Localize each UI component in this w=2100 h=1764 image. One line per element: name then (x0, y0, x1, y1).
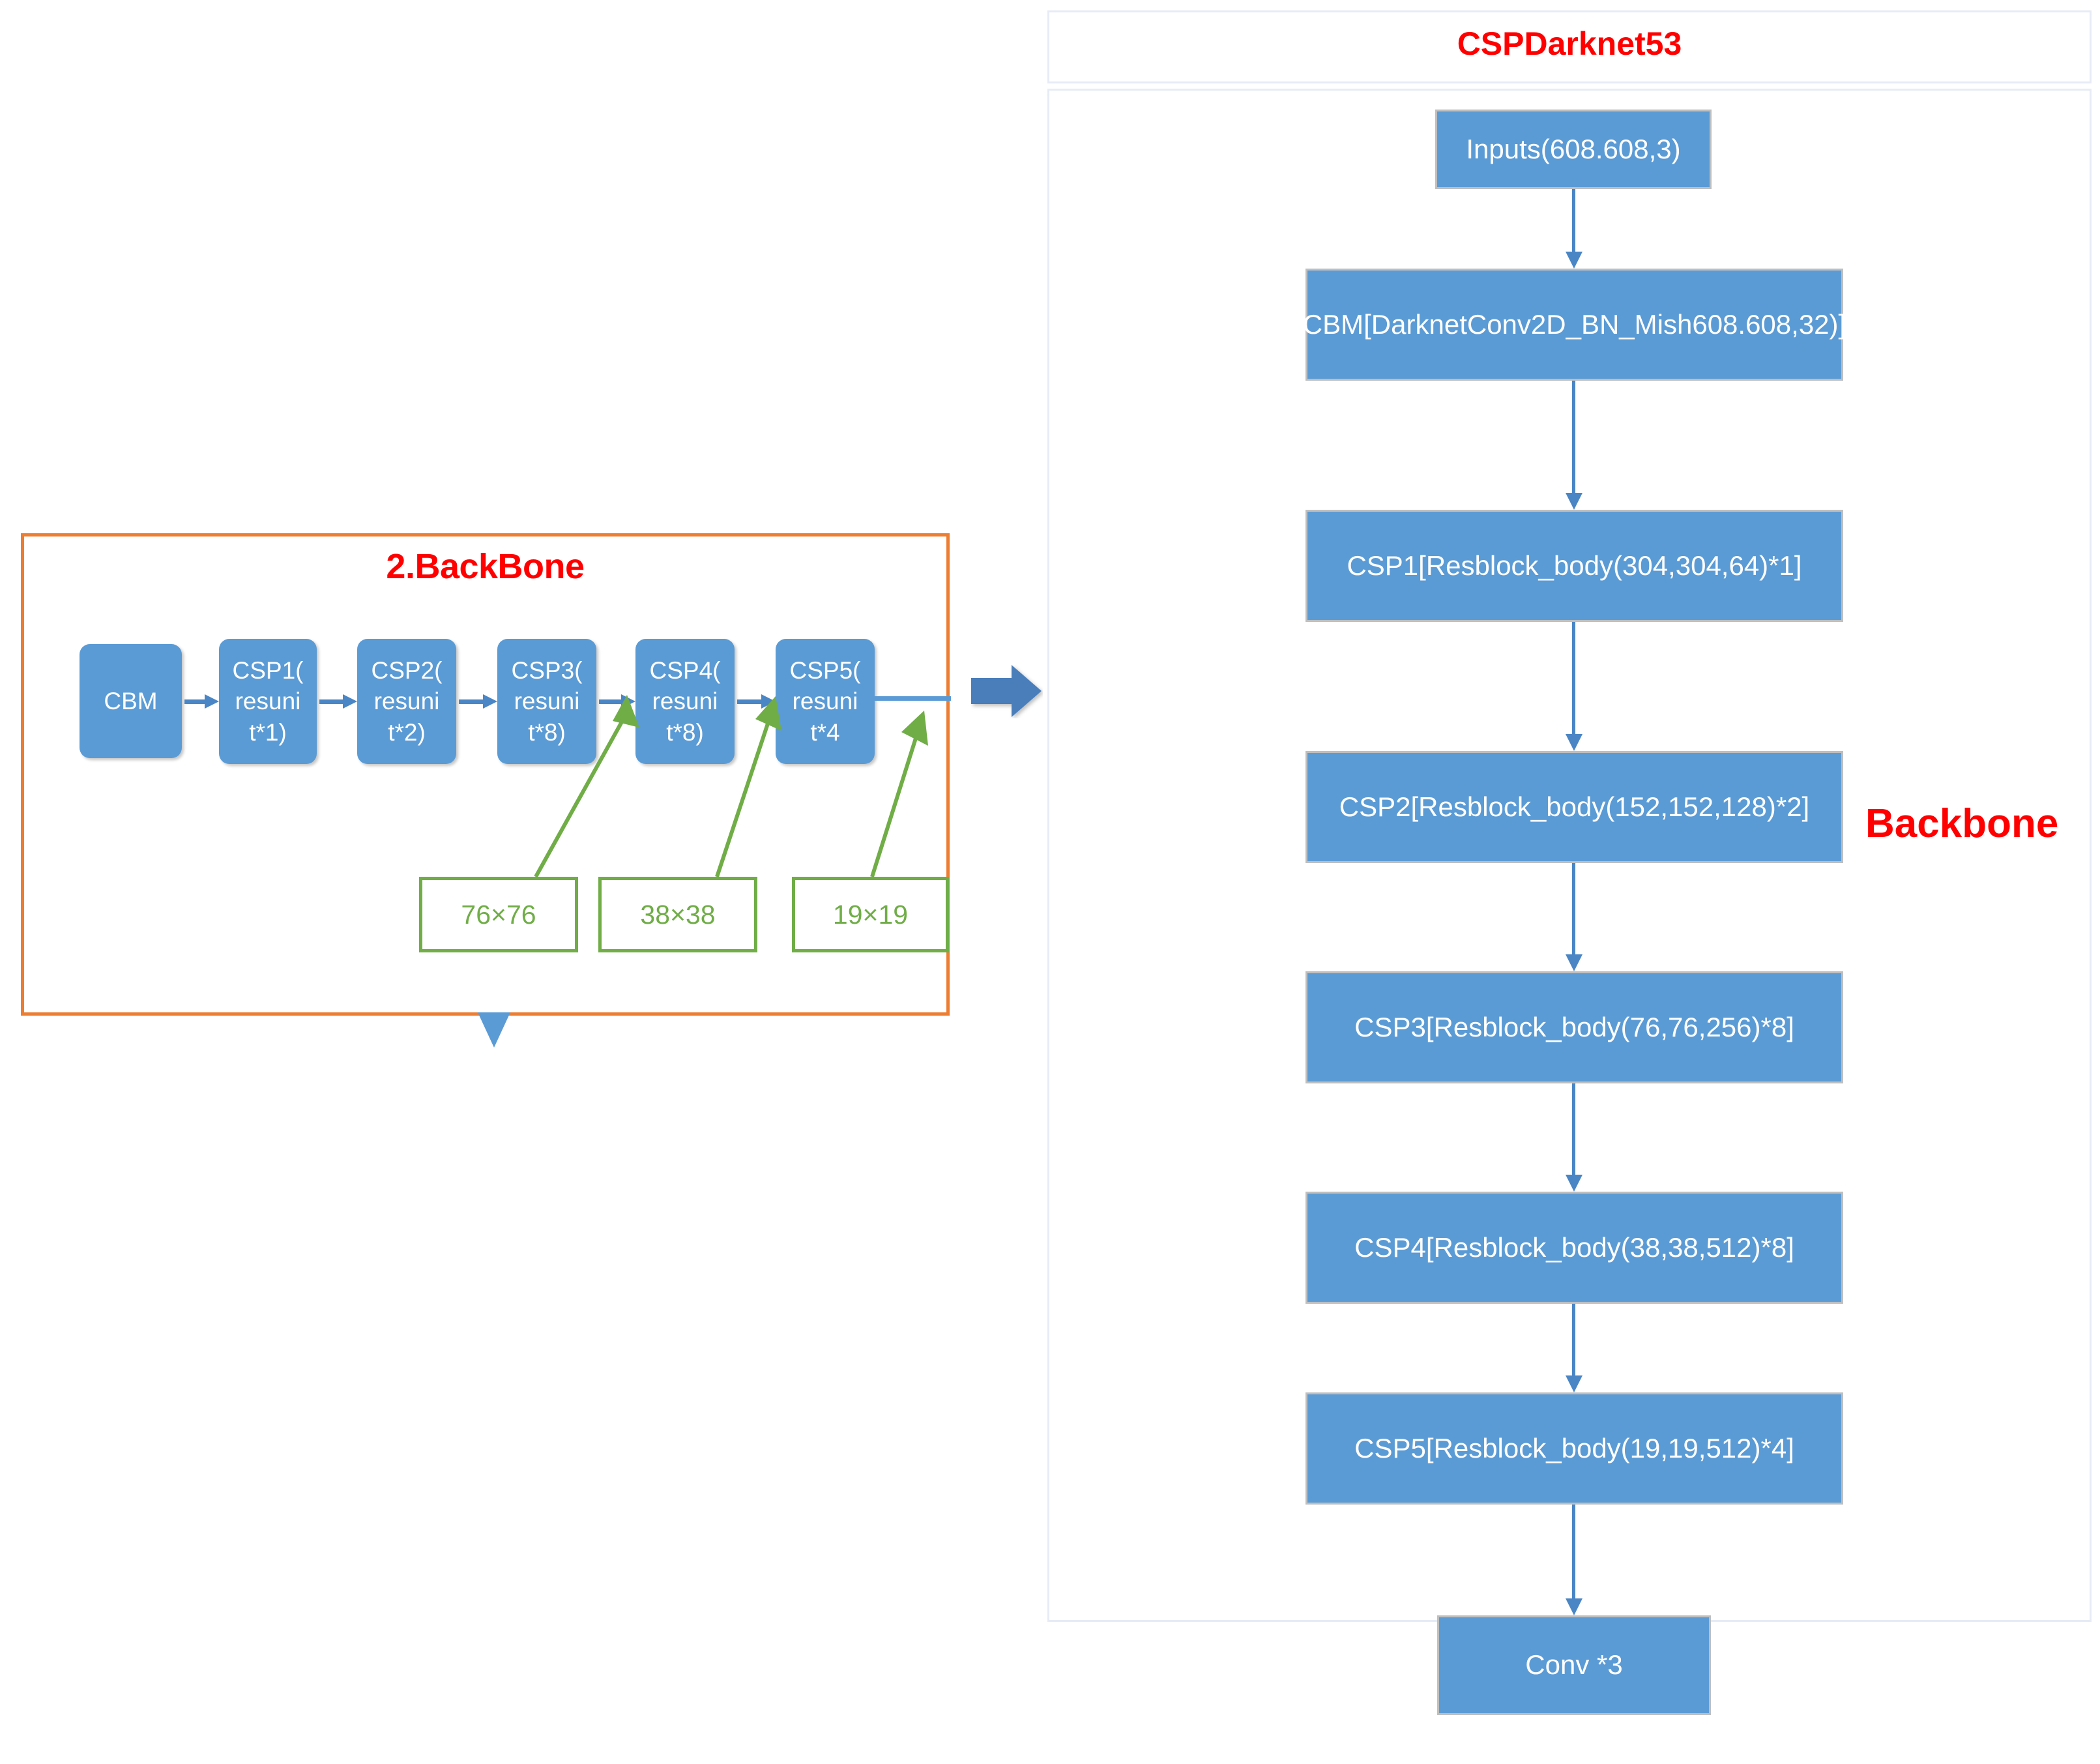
flow-arrow-1 (184, 694, 219, 709)
backbone-block-cbm[interactable]: CBM (80, 644, 182, 758)
node-inputs[interactable]: Inputs(608.608,3) (1435, 110, 1712, 189)
cspdarknet-title-band (1047, 10, 2092, 83)
node-csp2[interactable]: CSP2[Resblock_body(152,152,128)*2] (1305, 751, 1843, 863)
scale-box-38[interactable]: 38×38 (598, 877, 757, 952)
connector-csp5-conv3 (1566, 1505, 1582, 1615)
node-csp1[interactable]: CSP1[Resblock_body(304,304,64)*1] (1305, 510, 1843, 622)
flow-arrow-3 (459, 694, 497, 709)
backbone-output-line (875, 696, 951, 701)
backbone-block-csp4[interactable]: CSP4( resuni t*8) (635, 639, 735, 764)
backbone-panel-title: 2.BackBone (386, 547, 585, 586)
node-conv3[interactable]: Conv *3 (1437, 1615, 1711, 1715)
connector-csp4-csp5 (1566, 1304, 1582, 1392)
backbone-block-csp5[interactable]: CSP5( resuni t*4 (776, 639, 875, 764)
backbone-side-label: Backbone (1865, 801, 2059, 846)
scale-box-76[interactable]: 76×76 (419, 877, 578, 952)
flow-arrow-5 (737, 694, 776, 709)
cspdarknet-title: CSPDarknet53 (1457, 25, 1682, 62)
node-csp4[interactable]: CSP4[Resblock_body(38,38,512)*8] (1305, 1192, 1843, 1304)
flow-arrow-4 (599, 694, 635, 709)
node-csp3[interactable]: CSP3[Resblock_body(76,76,256)*8] (1305, 971, 1843, 1083)
connector-csp1-csp2 (1566, 622, 1582, 751)
backbone-block-csp3[interactable]: CSP3( resuni t*8) (497, 639, 596, 764)
backbone-block-csp1[interactable]: CSP1( resuni t*1) (219, 639, 317, 764)
backbone-block-csp2[interactable]: CSP2( resuni t*2) (357, 639, 456, 764)
connector-cbm-csp1 (1566, 381, 1582, 510)
transition-arrow-icon (971, 665, 1042, 717)
connector-csp2-csp3 (1566, 863, 1582, 971)
flow-arrow-2 (319, 694, 357, 709)
backbone-panel-pointer-icon (478, 1012, 510, 1048)
connector-csp3-csp4 (1566, 1083, 1582, 1192)
scale-box-19[interactable]: 19×19 (792, 877, 949, 952)
node-cbm[interactable]: CBM[DarknetConv2D_BN_Mish608.608,32)] (1303, 269, 1846, 381)
connector-inputs-cbm (1566, 189, 1582, 269)
node-csp5[interactable]: CSP5[Resblock_body(19,19,512)*4] (1305, 1392, 1843, 1505)
